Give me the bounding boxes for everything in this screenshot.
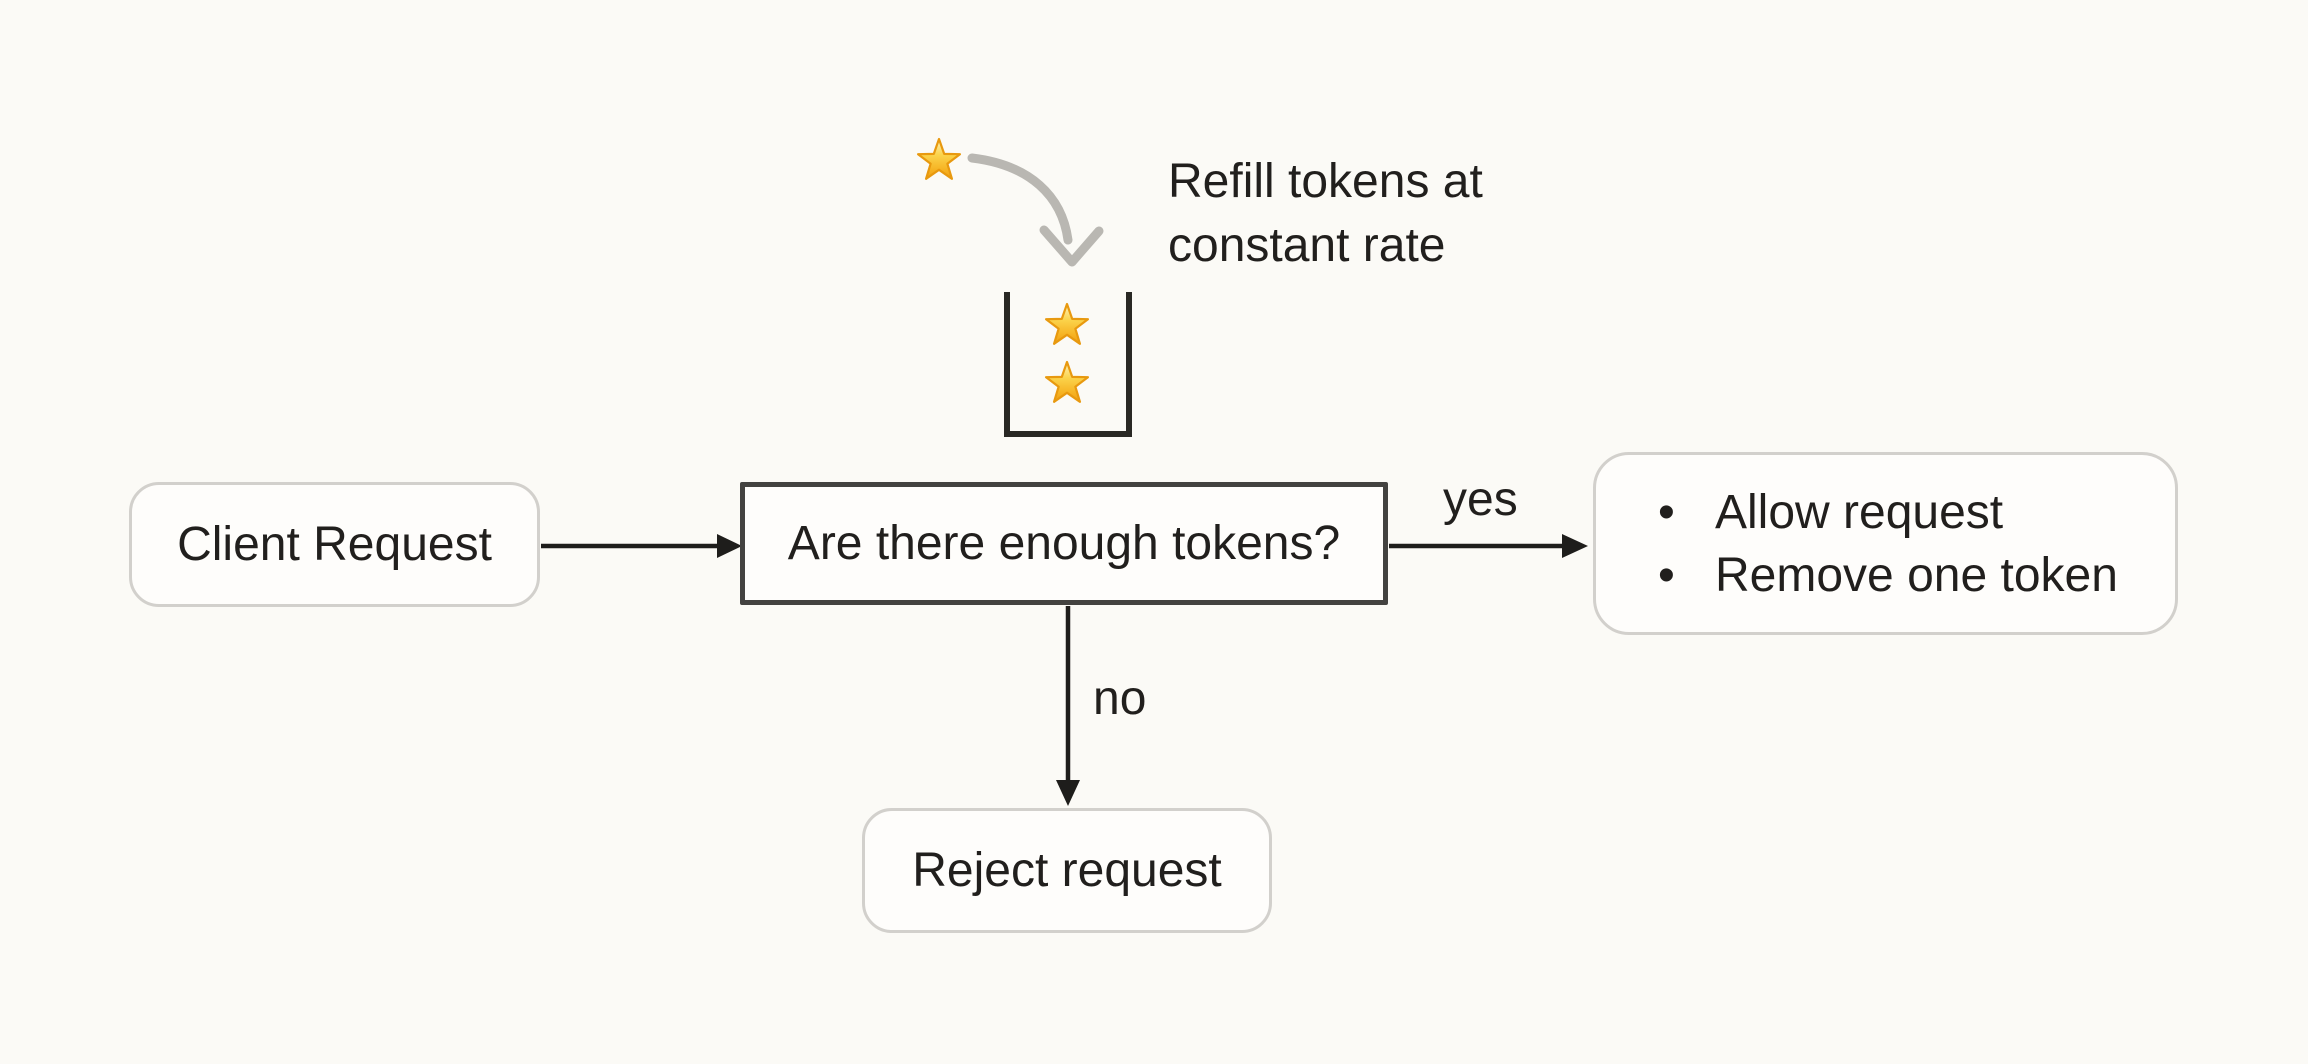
client-request-node: Client Request — [129, 482, 540, 607]
refill-caption: Refill tokens at constant rate — [1168, 150, 1483, 278]
refill-caption-line2: constant rate — [1168, 219, 1446, 272]
token-star-icon — [916, 137, 962, 180]
enough-tokens-decision-node: Are there enough tokens? — [740, 482, 1388, 605]
no-edge-label: no — [1093, 672, 1147, 725]
token-star-icon — [1044, 302, 1090, 345]
allow-request-item: Allow request — [1658, 481, 2118, 544]
allow-actions-list: Allow request Remove one token — [1596, 481, 2118, 607]
enough-tokens-label: Are there enough tokens? — [787, 517, 1341, 570]
refill-arrow — [967, 153, 1104, 267]
client-request-label: Client Request — [177, 518, 492, 571]
arrow-question-to-allow — [1389, 534, 1588, 558]
reject-request-node: Reject request — [862, 808, 1272, 933]
remove-token-item: Remove one token — [1658, 544, 2118, 607]
bucket-icon — [1004, 292, 1132, 437]
refill-arrowhead — [1039, 225, 1104, 267]
arrow-client-to-question — [541, 534, 742, 558]
token-star-icon — [1044, 360, 1090, 403]
arrow-question-to-reject — [1056, 606, 1080, 806]
allow-request-node: Allow request Remove one token — [1593, 452, 2178, 635]
refill-caption-line1: Refill tokens at — [1168, 155, 1483, 208]
reject-request-label: Reject request — [912, 844, 1222, 897]
yes-edge-label: yes — [1443, 473, 1518, 526]
